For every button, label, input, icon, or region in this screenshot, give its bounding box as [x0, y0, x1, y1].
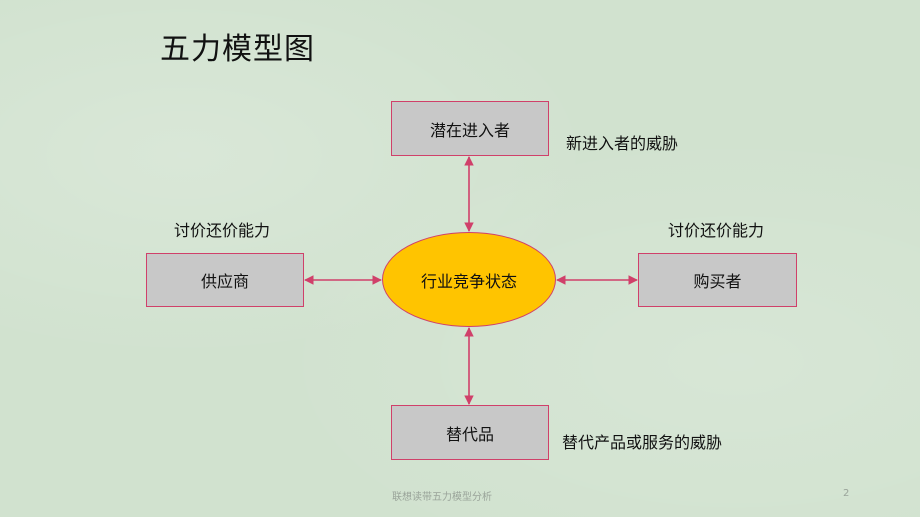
slide-title: 五力模型图	[160, 32, 315, 67]
center-competition: 行业竞争状态	[382, 232, 556, 327]
annotation-top: 新进入者的威胁	[566, 134, 679, 153]
node-label: 供应商	[200, 272, 249, 291]
footer-text: 联想读带五力模型分析	[392, 492, 492, 503]
annotation-bottom: 替代产品或服务的威胁	[562, 433, 723, 452]
node-label: 购买者	[693, 272, 742, 291]
annotation-right: 讨价还价能力	[668, 221, 765, 240]
node-potential-entrants: 潜在进入者	[391, 101, 549, 156]
center-label: 行业竞争状态	[420, 271, 517, 291]
node-substitutes: 替代品	[391, 405, 549, 460]
node-label: 替代品	[445, 424, 494, 444]
node-label: 潜在进入者	[429, 120, 510, 140]
node-suppliers: 供应商	[146, 253, 304, 307]
node-buyers: 购买者	[638, 253, 797, 307]
annotation-left: 讨价还价能力	[174, 221, 271, 240]
page-number: 2	[843, 488, 850, 499]
